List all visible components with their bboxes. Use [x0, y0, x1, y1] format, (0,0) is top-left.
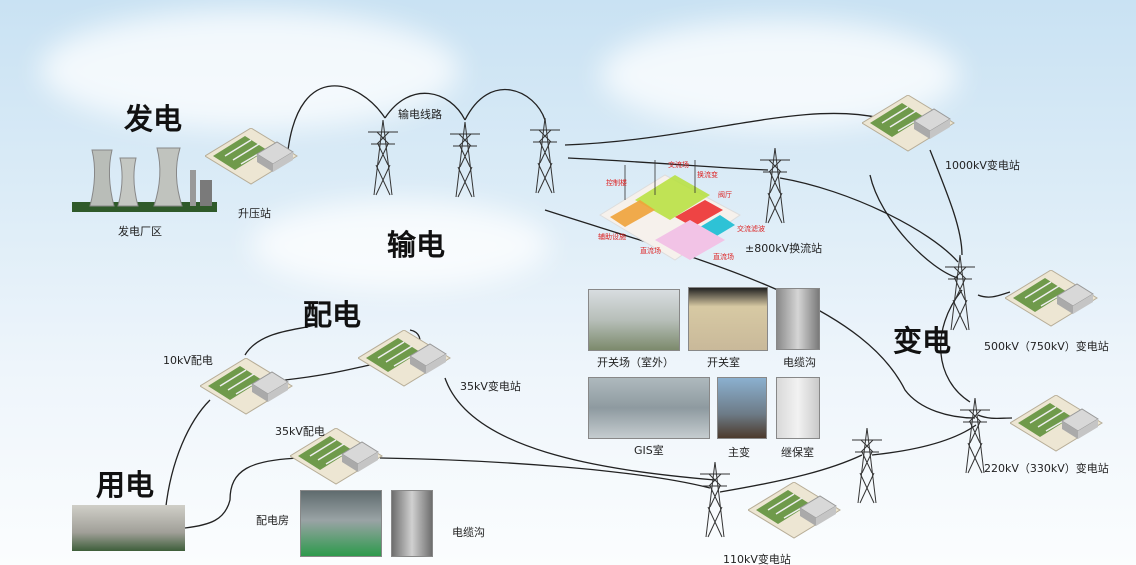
power-plant-label: 发电厂区 — [118, 225, 162, 238]
section-title-generation: 发电 — [124, 102, 183, 136]
switchyard-label: 开关场（室外） — [597, 356, 674, 369]
substation-35kv-icon — [358, 330, 451, 387]
converter-label: 交流场 — [668, 161, 689, 169]
converter-label: 直流场 — [713, 253, 734, 261]
cooling-towers-icon — [72, 147, 217, 212]
gis-room-photo — [588, 377, 710, 439]
consumer-building-photo — [72, 505, 185, 551]
substation-500kv-icon — [1005, 270, 1098, 327]
relay-room-label: 继保室 — [781, 446, 814, 459]
switch-room-photo — [688, 287, 768, 351]
distribution-10kv-icon — [200, 358, 293, 415]
cable-trench-photo — [776, 288, 820, 350]
cloud — [250, 200, 550, 290]
substation-500kv-label: 500kV（750kV）变电站 — [984, 340, 1109, 353]
switchyard-photo — [588, 289, 680, 351]
main-transformer-label: 主变 — [728, 446, 750, 459]
switch-room-label: 开关室 — [707, 356, 740, 369]
converter-label: 阀厅 — [718, 191, 732, 199]
converter-label: 直流场 — [640, 247, 661, 255]
cloud — [40, 10, 460, 130]
transmission-line-label: 输电线路 — [398, 108, 442, 121]
transmission-tower-icon — [368, 120, 399, 196]
converter-station-icon — [599, 160, 741, 261]
cable-trench-label-bottom: 电缆沟 — [452, 526, 485, 539]
cable-trench-photo-bottom — [391, 490, 433, 557]
distribution-room-photo — [300, 490, 382, 557]
gis-room-label: GIS室 — [634, 444, 664, 457]
distribution-35kv-label: 35kV配电 — [275, 425, 325, 438]
converter-label: 换流变 — [697, 171, 718, 179]
section-title-distribution: 配电 — [303, 298, 362, 332]
substation-110kv-label: 110kV变电站 — [723, 553, 791, 565]
step-up-station-label: 升压站 — [238, 207, 271, 220]
substation-110kv-icon — [748, 482, 841, 539]
section-title-transmission: 输电 — [387, 228, 446, 262]
substation-35kv-label: 35kV变电站 — [460, 380, 521, 393]
distribution-10kv-label: 10kV配电 — [163, 354, 213, 367]
main-transformer-photo — [717, 377, 767, 439]
substation-1000kv-icon — [862, 95, 955, 152]
substation-220kv-label: 220kV（330kV）变电站 — [984, 462, 1109, 475]
converter-station-label: ±800kV换流站 — [745, 242, 823, 255]
converter-label: 辅助设施 — [598, 233, 626, 241]
converter-label: 控制楼 — [606, 179, 627, 187]
section-title-consumption: 用电 — [96, 468, 155, 502]
step-up-station-icon — [205, 128, 298, 185]
relay-room-photo — [776, 377, 820, 439]
transmission-tower-icon — [760, 148, 791, 224]
power-plant — [72, 140, 217, 212]
transmission-tower-icon — [852, 428, 883, 504]
cable-trench-label: 电缆沟 — [783, 356, 816, 369]
converter-label: 交流滤波 — [737, 225, 765, 233]
distribution-room-label: 配电房 — [256, 514, 289, 527]
transmission-tower-icon — [450, 122, 481, 198]
section-title-transformation: 变电 — [893, 324, 952, 358]
substation-220kv-icon — [1010, 395, 1103, 452]
substation-1000kv-label: 1000kV变电站 — [945, 159, 1020, 172]
transmission-tower-icon — [700, 462, 731, 538]
transmission-tower-icon — [530, 118, 561, 194]
